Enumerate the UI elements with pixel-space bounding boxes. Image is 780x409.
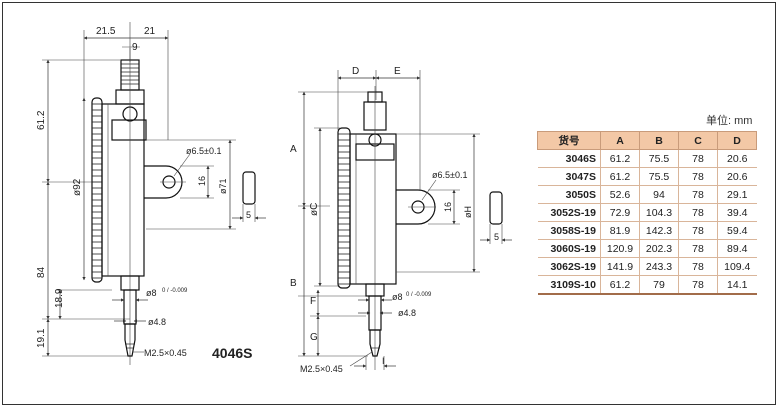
dim-thread: M2.5×0.45 <box>144 348 187 358</box>
header-a: A <box>600 131 640 150</box>
dim-stem-len: 18.9 <box>54 288 65 308</box>
dim-stem-dia-right: ø8 <box>392 292 403 302</box>
dim-d: D <box>352 66 359 77</box>
table-row: 3052S-19 72.9 104.3 78 39.4 <box>537 203 757 222</box>
header-c: C <box>678 131 718 150</box>
right-side-view: D E A B F G øC <box>290 66 480 374</box>
table-row: 3058S-19 81.9 142.3 78 59.4 <box>537 221 757 240</box>
dim-e: E <box>394 66 401 77</box>
dim-h: øH <box>463 206 473 218</box>
dim-top-small: 9 <box>132 42 138 53</box>
table-row: 3060S-19 120.9 202.3 78 89.4 <box>537 239 757 258</box>
table-row: 3062S-19 141.9 243.3 78 109.4 <box>537 257 757 276</box>
drawing-frame <box>2 2 776 405</box>
spec-table: 货号 A B C D 3046S 61.2 75.5 78 20.6 3047S… <box>537 131 757 295</box>
dim-stem-dia: ø8 <box>146 288 157 298</box>
dim-top-right: 21 <box>144 26 156 37</box>
dim-lug-width-right: 16 <box>443 202 453 212</box>
dim-c: øC <box>309 203 320 216</box>
header-d: D <box>717 131 757 150</box>
dim-stem-tol: 0 / -0.009 <box>162 288 188 294</box>
dim-top-left: 21.5 <box>96 26 116 37</box>
model-label: 4046S <box>212 345 252 361</box>
dim-lug-hole-right: ø6.5±0.1 <box>432 170 467 180</box>
dim-f: F <box>310 296 316 307</box>
dim-thread-right: M2.5×0.45 <box>300 364 343 374</box>
dim-a: A <box>290 144 297 155</box>
dim-height-upper: 61.2 <box>36 110 47 130</box>
dim-dial-dia: ø92 <box>72 178 83 196</box>
dim-side-width-right: 5 <box>494 232 499 242</box>
dim-i: I <box>382 356 385 366</box>
dim-lug-width: 16 <box>197 176 207 186</box>
unit-label: 单位: mm <box>706 115 753 127</box>
right-side-detail: 5 <box>480 191 512 244</box>
table-row: 3109S-10 61.2 79 78 14.1 <box>537 275 757 295</box>
dim-height-lower: 84 <box>36 266 47 278</box>
table-row: 3047S 61.2 75.5 78 20.6 <box>537 167 757 186</box>
dim-stem-tol-right: 0 / -0.009 <box>406 292 432 298</box>
header-model: 货号 <box>537 131 601 150</box>
dim-b: B <box>290 278 297 289</box>
table-header-row: 货号 A B C D <box>537 131 757 150</box>
dim-lug-hole: ø6.5±0.1 <box>186 146 221 156</box>
table-row: 3046S 61.2 75.5 78 20.6 <box>537 149 757 168</box>
dim-tip-len: 19.1 <box>36 328 47 348</box>
dim-g: G <box>310 332 318 343</box>
dim-lug-dia: ø71 <box>218 178 228 194</box>
table-row: 3050S 52.6 94 78 29.1 <box>537 185 757 204</box>
left-side-view: 21.5 21 9 61.2 84 18.9 19.1 ø92 <box>36 22 236 365</box>
header-b: B <box>639 131 679 150</box>
dim-spindle-dia-right: ø4.8 <box>398 308 416 318</box>
dim-spindle-dia: ø4.8 <box>148 317 166 327</box>
left-side-detail: 5 <box>232 171 266 222</box>
dim-side-width-left: 5 <box>246 210 251 220</box>
